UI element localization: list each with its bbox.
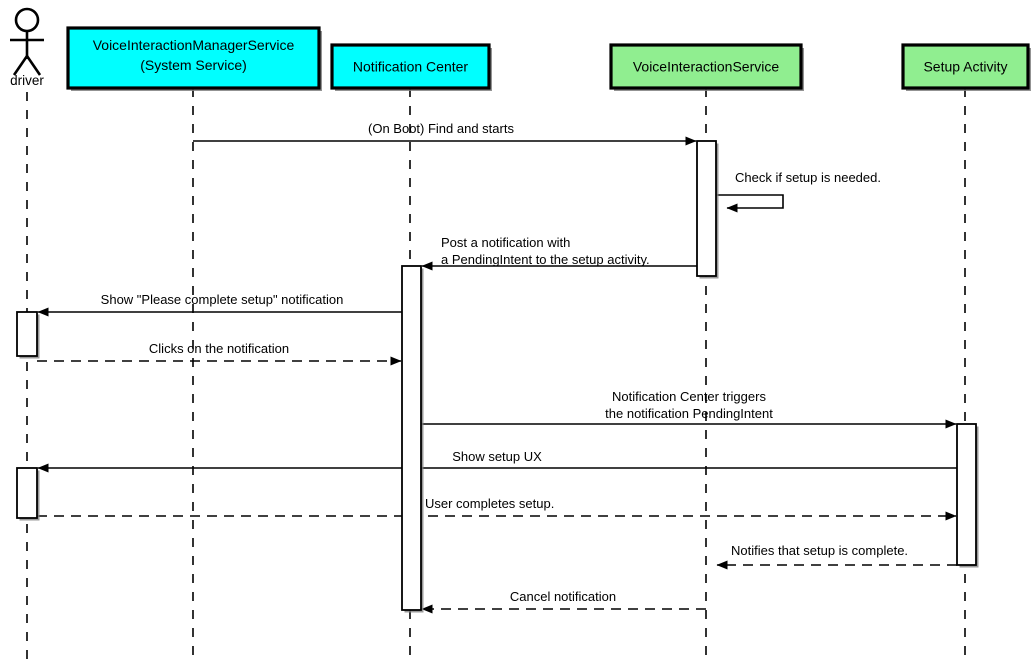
participant-label-vims-line1: VoiceInteractionManagerService <box>93 37 295 53</box>
activation-bar-driver <box>16 467 40 521</box>
activations-layer <box>16 140 979 613</box>
participant-label-setup_activity: Setup Activity <box>923 59 1007 75</box>
message-msg-notifies-setup-complete: Notifies that setup is complete. <box>716 543 957 570</box>
message-label-msg-show-notification: Show "Please complete setup" notificatio… <box>101 292 344 307</box>
message-label-msg-on-boot: (On Boot) Find and starts <box>368 121 514 136</box>
message-label-msg-user-completes-setup: User completes setup. <box>425 496 554 511</box>
participant-box-notification_center[interactable]: Notification Center <box>330 43 492 91</box>
participants-layer: driver VoiceInteractionManagerService (Sys… <box>10 7 1031 91</box>
message-msg-show-notification: Show "Please complete setup" notificatio… <box>37 292 402 317</box>
participant-rect-vis <box>609 43 803 90</box>
participant-rect-vims <box>66 26 321 90</box>
message-label-msg-post-notification-line2: a PendingIntent to the setup activity. <box>441 252 650 267</box>
message-msg-on-boot: (On Boot) Find and starts <box>193 121 697 146</box>
participant-label-notification_center: Notification Center <box>353 59 469 75</box>
message-label-msg-clicks-notification: Clicks on the notification <box>149 341 289 356</box>
message-line-msg-check-setup <box>716 194 784 213</box>
message-label-msg-trigger-pendingintent-line1: Notification Center triggers <box>612 389 766 404</box>
message-msg-trigger-pendingintent: Notification Center triggers the notifica… <box>421 389 957 429</box>
participant-box-vis[interactable]: VoiceInteractionService <box>609 43 804 91</box>
participant-box-setup_activity[interactable]: Setup Activity <box>901 43 1031 91</box>
message-msg-clicks-notification: Clicks on the notification <box>37 341 402 366</box>
message-msg-check-setup: Check if setup is needed. <box>716 170 881 213</box>
message-label-msg-show-setup-ux: Show setup UX <box>452 449 542 464</box>
actor-label-driver: driver <box>10 73 44 88</box>
activation-bar-vis <box>696 140 719 279</box>
participant-rect-notification_center <box>330 43 491 90</box>
participant-rect-setup_activity <box>901 43 1030 90</box>
participant-box-vims[interactable]: VoiceInteractionManagerService (System Se… <box>66 26 322 91</box>
activation-bar-notification_center <box>401 265 424 613</box>
message-label-msg-check-setup: Check if setup is needed. <box>735 170 881 185</box>
message-label-msg-post-notification-line1: Post a notification with <box>441 235 570 250</box>
message-msg-user-completes-setup: User completes setup. <box>37 496 957 521</box>
message-label-msg-notifies-setup-complete: Notifies that setup is complete. <box>731 543 908 558</box>
message-msg-show-setup-ux: Show setup UX <box>37 449 957 473</box>
message-msg-cancel-notification: Cancel notification <box>421 589 706 614</box>
message-label-msg-trigger-pendingintent-line2: the notification PendingIntent <box>605 406 773 421</box>
message-label-msg-cancel-notification: Cancel notification <box>510 589 616 604</box>
activation-bar-driver <box>16 311 40 359</box>
actor-driver[interactable]: driver <box>10 7 44 88</box>
activation-bar-setup_activity <box>956 423 979 568</box>
participant-label-vims-line2: (System Service) <box>140 57 247 73</box>
participant-label-vis: VoiceInteractionService <box>633 59 780 75</box>
message-msg-post-notification: Post a notification with a PendingIntent … <box>421 235 716 271</box>
